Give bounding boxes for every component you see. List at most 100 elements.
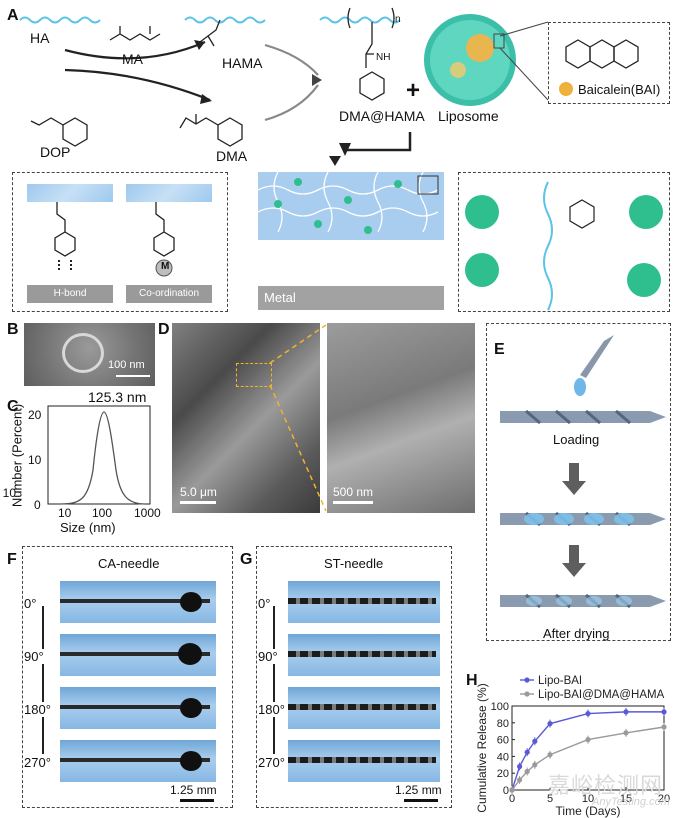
- data-point: [661, 724, 667, 730]
- data-point: [517, 763, 523, 770]
- scale-label-b: 100 nm: [108, 359, 145, 371]
- c-ytick-0: 0: [34, 498, 41, 512]
- c-ytick-20: 20: [28, 408, 42, 422]
- dop-label: DOP: [40, 144, 71, 160]
- ca-photo-270: [60, 740, 216, 782]
- c-ylabel: Number (Percent): [9, 403, 25, 508]
- hydrogel-network-pattern: [258, 172, 439, 234]
- baicalein-label: Baicalein(BAI): [578, 82, 661, 97]
- st-needle-box: [256, 546, 452, 808]
- panel-label-a: A: [7, 7, 19, 24]
- ca-angle-90: 90°: [24, 649, 44, 664]
- after-drying-label: After drying: [543, 626, 610, 641]
- st-photo-90: [288, 634, 440, 676]
- hbond-surface: H-bond: [27, 285, 113, 303]
- data-point: [623, 730, 629, 736]
- hama-chain: [184, 16, 266, 24]
- loading-label: Loading: [553, 432, 600, 447]
- subscript-n: n: [395, 14, 401, 25]
- data-point: [623, 709, 629, 715]
- data-point: [524, 768, 530, 775]
- panel-label-e: E: [494, 341, 505, 358]
- ca-angle-axis: [42, 606, 44, 754]
- nh-label: NH: [376, 52, 391, 63]
- plus-sign: +: [406, 77, 421, 104]
- needle-3: [500, 593, 666, 609]
- data-point: [509, 787, 515, 793]
- c-xtick-1000: 1000: [134, 506, 161, 520]
- data-point: [532, 762, 538, 768]
- x-axis-label: Time (Days): [556, 804, 621, 818]
- zoom-guide-lines: [269, 324, 327, 512]
- data-point: [532, 738, 538, 744]
- hama-label: HAMA: [222, 55, 263, 71]
- scale-label-d-left: 5.0 μm: [180, 485, 217, 499]
- ca-photo-90: [60, 634, 216, 676]
- x-tick-label: 10: [582, 793, 594, 805]
- ca-scale-bar: [180, 799, 214, 802]
- baicalein-structure: [565, 39, 639, 69]
- legend-marker-1: [524, 691, 530, 697]
- legend-label-1: Lipo-BAI@DMA@HAMA: [538, 689, 665, 701]
- hydrogel-network: [258, 172, 444, 240]
- st-angle-axis: [273, 606, 275, 754]
- bai-detail-box: [548, 22, 670, 104]
- st-angle-90: 90°: [258, 649, 278, 664]
- scale-bar-b: [116, 375, 150, 377]
- ma-molecule: [109, 26, 161, 41]
- st-photo-0: [288, 581, 440, 623]
- st-needle-title: ST-needle: [324, 556, 384, 571]
- data-point: [547, 752, 553, 758]
- st-scale-bar: [404, 799, 438, 802]
- dma-label: DMA: [216, 148, 248, 164]
- st-photo-270: [288, 740, 440, 782]
- dma-hama-catechol: [359, 71, 385, 101]
- x-tick-label: 20: [658, 793, 670, 805]
- panel-label-d: D: [158, 321, 170, 338]
- dma-hama-chain: [319, 16, 401, 24]
- panel-label-g: G: [240, 551, 253, 568]
- bai-legend-dot: [559, 82, 573, 96]
- scale-label-d-right: 500 nm: [333, 485, 374, 499]
- panel-label-c: C: [7, 398, 19, 415]
- hydrogel-strip-hbond: [27, 184, 113, 202]
- dma-hama-label: DMA@HAMA: [339, 108, 425, 124]
- sem-image-high-mag: 500 nm: [327, 323, 475, 513]
- liposome-sphere: [424, 14, 516, 106]
- ca-photo-0: [60, 581, 216, 623]
- y-tick-label: 20: [497, 768, 509, 780]
- y-axis-label: Cumulative Release (%): [475, 683, 489, 812]
- x-tick-label: 5: [547, 793, 553, 805]
- panel-label-h: H: [466, 672, 478, 689]
- hydrogel-strip-coord: [126, 184, 212, 202]
- ca-angle-270: 270°: [24, 755, 51, 770]
- legend-marker-0: [524, 677, 530, 683]
- c-xtick-10: 10: [58, 506, 72, 520]
- st-angle-0: 0°: [258, 596, 271, 611]
- data-point: [547, 721, 553, 727]
- interaction-detail-box: [458, 172, 670, 312]
- x-tick-label: 15: [620, 793, 632, 805]
- panel-label-b: B: [7, 321, 19, 338]
- dop-catechol: [62, 117, 88, 147]
- needle-1: [500, 409, 666, 425]
- ca-scale-label: 1.25 mm: [170, 783, 217, 797]
- y-tick-label: 80: [497, 718, 509, 730]
- c-ytick-10: 10: [28, 453, 42, 467]
- coating-process-box: [486, 323, 671, 641]
- data-point: [585, 710, 591, 717]
- data-point: [524, 749, 530, 755]
- panel-label-f: F: [7, 551, 17, 568]
- needle-2: [500, 511, 666, 527]
- c-xlabel: Size (nm): [60, 520, 116, 535]
- zoom-box: [236, 363, 272, 387]
- st-photo-180: [288, 687, 440, 729]
- coating-process-drawing: [500, 335, 666, 609]
- c-xtick-0: 10: [2, 486, 16, 500]
- ca-needle-title: CA-needle: [98, 556, 160, 571]
- series-line-0: [511, 711, 664, 791]
- x-tick-label: 0: [509, 793, 515, 805]
- y-tick-label: 40: [497, 751, 509, 763]
- bond-detail-box: [12, 172, 228, 312]
